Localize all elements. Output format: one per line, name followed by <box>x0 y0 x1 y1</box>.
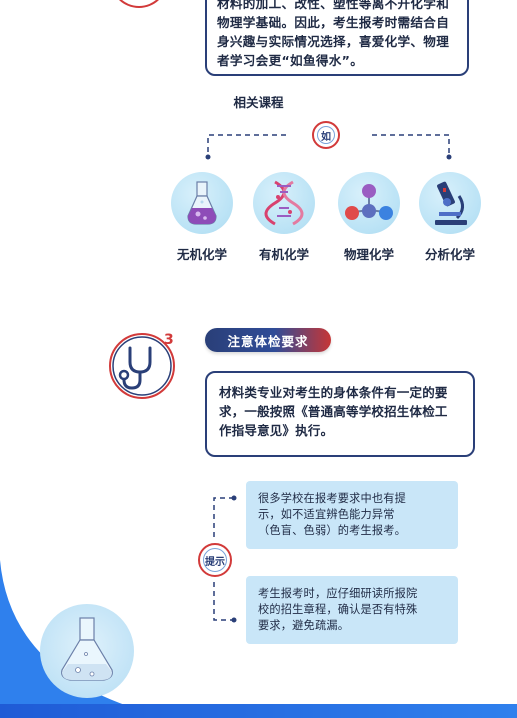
tips-badge: 提示 <box>198 543 232 577</box>
flask-decoration-icon <box>40 604 134 698</box>
tip-line: 示，如不适宜辨色能力异常 <box>258 508 395 521</box>
intro-line: 者学习会更“如鱼得水”。 <box>217 53 364 68</box>
intro-line: 物理学基础。因此，考生报考时需结合自 <box>217 15 450 30</box>
health-line: 材料类专业对考生的身体条件有一定的要 <box>219 385 448 400</box>
tip-line: 很多学校在报考要求中也有提 <box>258 492 407 505</box>
tip-line: 校的招生章程，确认是否有特殊 <box>258 603 418 616</box>
health-line: 求，一般按照《普通高等学校招生体检工 <box>219 404 448 419</box>
courses-badge: 如 <box>312 121 340 149</box>
tip-line: 考生报考时，应仔细研读所报院 <box>258 587 418 600</box>
tip-card: 考生报考时，应仔细研读所报院 校的招生章程，确认是否有特殊 要求，避免疏漏。 <box>246 576 458 644</box>
intro-line: 身兴趣与实际情况选择，喜爱化学、物理 <box>217 34 450 49</box>
microscope-icon <box>419 172 481 234</box>
intro-line: 材料的加工、改性、塑性等离不开化学和 <box>217 0 450 11</box>
health-text-box: 材料类专业对考生的身体条件有一定的要 求，一般按照《普通高等学校招生体检工 作指… <box>205 371 475 457</box>
stethoscope-icon: 3 <box>106 328 178 400</box>
tip-card: 很多学校在报考要求中也有提 示，如不适宜辨色能力异常 （色盲、色弱）的考生报考。 <box>246 481 458 549</box>
tip-line: 要求，避免疏漏。 <box>258 619 350 632</box>
course-label: 分析化学 <box>424 247 475 262</box>
courses-title: 相关课程 <box>233 95 284 110</box>
health-line: 作指导意见》执行。 <box>219 423 334 438</box>
tips-badge-text: 提示 <box>205 556 225 568</box>
intro-text-box: 材料的加工、改性、塑性等离不开化学和 物理学基础。因此，考生报考时需结合自 身兴… <box>205 0 469 76</box>
course-label: 无机化学 <box>176 247 227 262</box>
corner-wave-decoration <box>0 560 140 718</box>
molecule-icon <box>338 172 400 234</box>
dna-icon <box>253 172 315 234</box>
flask-purple-icon <box>171 172 233 234</box>
bottom-band <box>0 704 517 718</box>
tip-line: （色盲、色弱）的考生报考。 <box>258 524 407 537</box>
section-number: 3 <box>164 332 174 348</box>
course-label: 有机化学 <box>258 247 309 262</box>
health-tag-text: 注意体检要求 <box>227 333 309 349</box>
course-label: 物理化学 <box>343 247 394 262</box>
health-tag: 注意体检要求 <box>205 328 331 352</box>
